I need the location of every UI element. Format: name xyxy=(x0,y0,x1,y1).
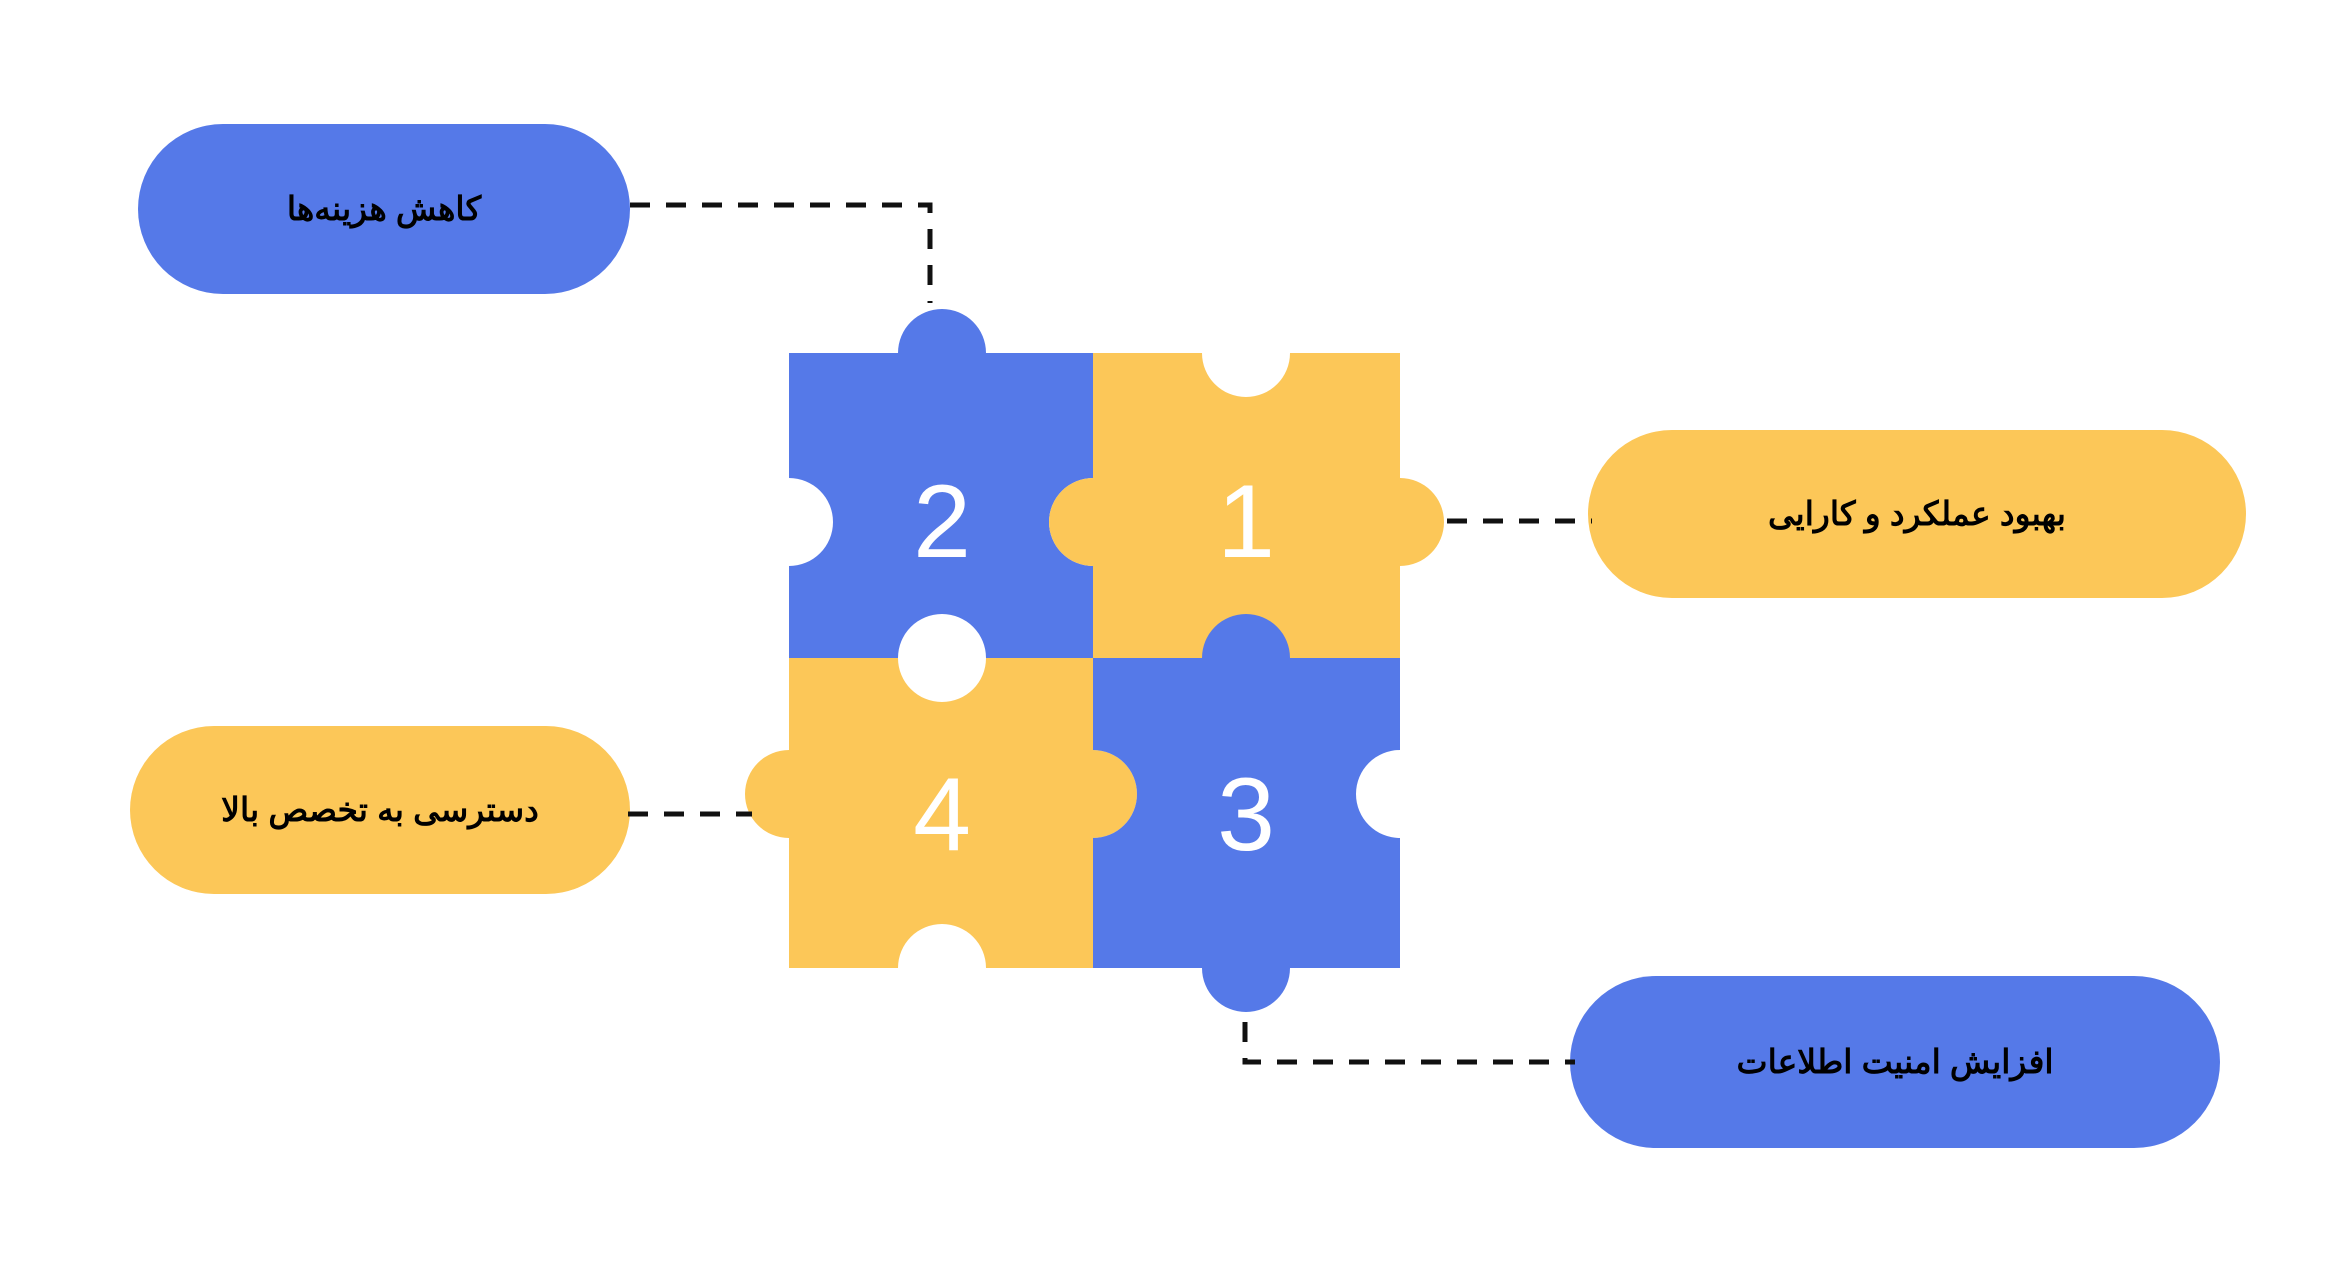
callout-security[interactable]: افزایش امنیت اطلاعات xyxy=(1570,976,2220,1148)
jigsaw-piece-3[interactable] xyxy=(1093,614,1400,1012)
jigsaw-piece-1-number: 1 xyxy=(1217,464,1275,580)
jigsaw-piece-1[interactable] xyxy=(1049,353,1444,702)
jigsaw-piece-3-number: 3 xyxy=(1217,757,1275,873)
callout-security-label: افزایش امنیت اطلاعات xyxy=(1736,1043,2054,1081)
jigsaw-piece-4-number: 4 xyxy=(913,757,971,873)
callout-performance[interactable]: بهبود عملکرد و کارایی xyxy=(1588,430,2246,598)
jigsaw-piece-4[interactable] xyxy=(745,658,1137,968)
jigsaw-piece-2[interactable] xyxy=(789,309,1093,658)
jigsaw-group: 2 1 4 3 xyxy=(730,280,1450,1040)
callout-expertise[interactable]: دسترسی به تخصص بالا xyxy=(130,726,630,894)
callout-cost-reduction[interactable]: کاهش هزینه‌ها xyxy=(138,124,630,294)
callout-expertise-label: دسترسی به تخصص بالا xyxy=(221,791,539,829)
jigsaw-svg: 2 1 4 3 xyxy=(745,309,1444,1012)
callout-cost-reduction-label: کاهش هزینه‌ها xyxy=(286,190,482,228)
jigsaw-piece-2-number: 2 xyxy=(913,464,971,580)
callout-performance-label: بهبود عملکرد و کارایی xyxy=(1768,495,2066,533)
